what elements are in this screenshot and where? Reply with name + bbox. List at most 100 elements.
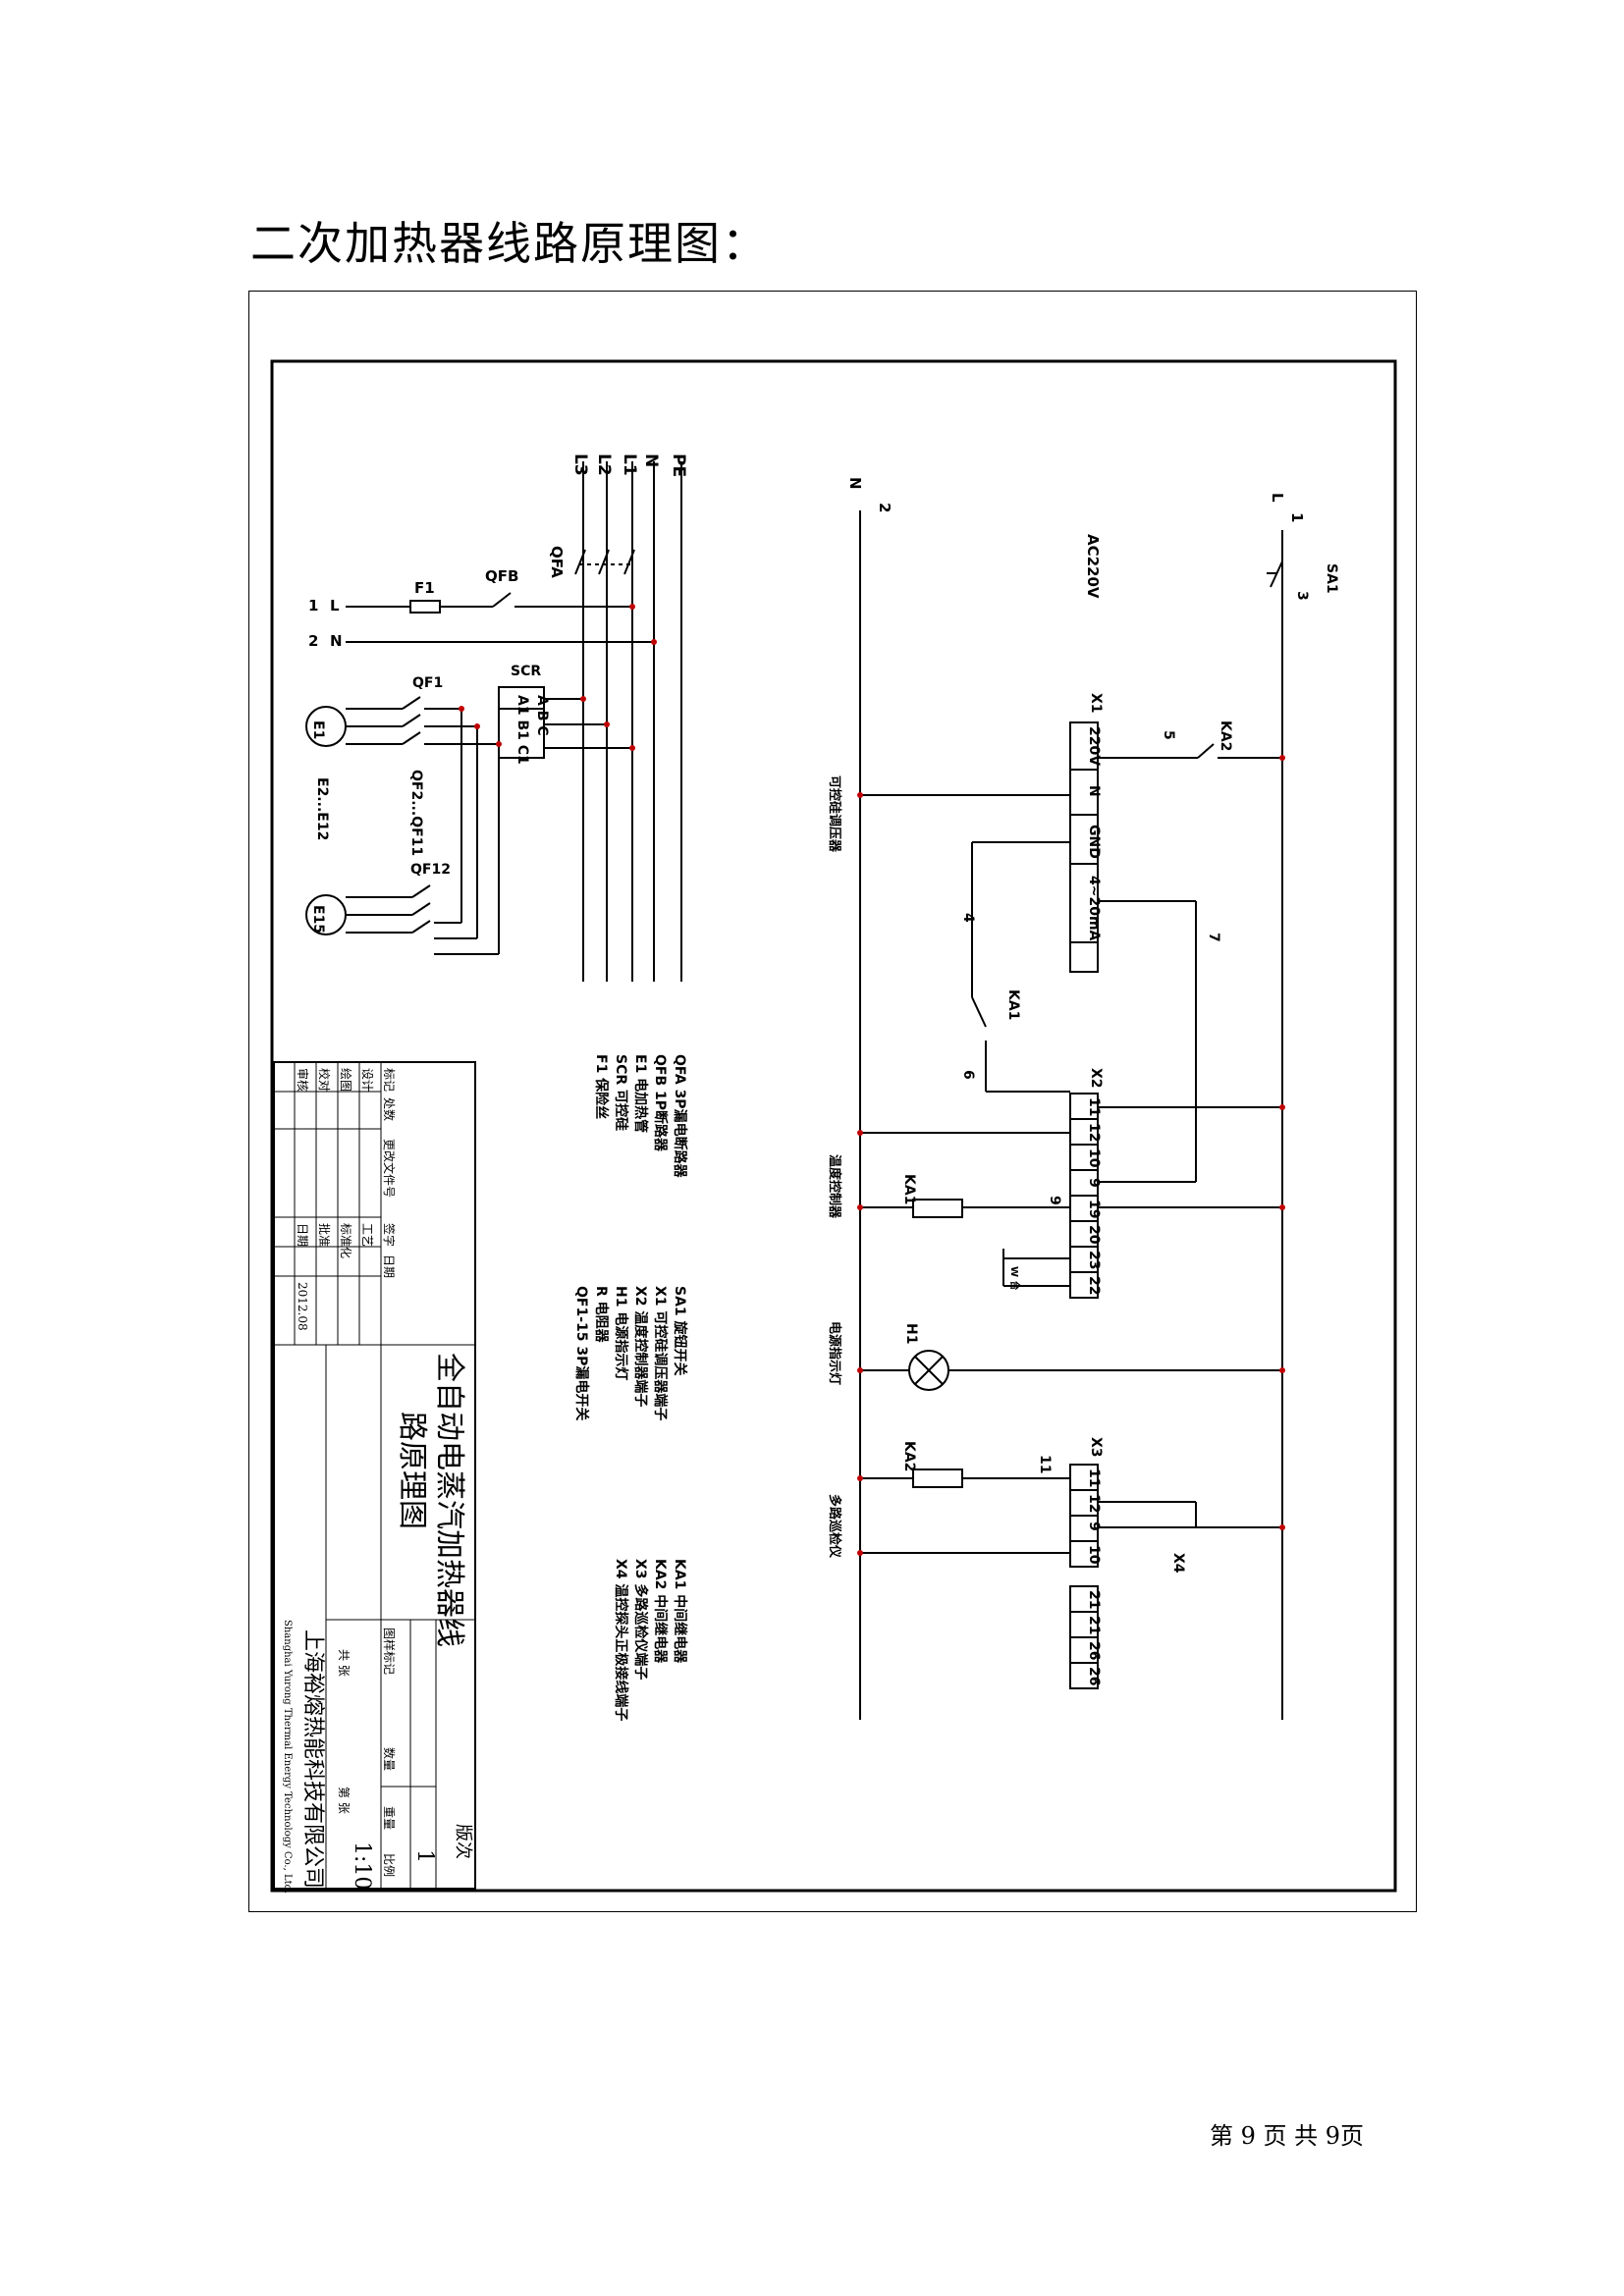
n-rail-label: N — [846, 477, 864, 490]
drawing-title-line-1: 全自动电蒸汽加热器线 — [432, 1353, 466, 1647]
e2-12-label: E2...E12 — [314, 777, 330, 840]
legend-mid-item: H1 电源指示灯 — [613, 1286, 629, 1380]
x1-terminal-block: 220V N GND 4~20mA X1 KA2 5 — [857, 693, 1285, 1183]
scr-label: SCR — [511, 664, 541, 679]
company-name-en: Shanghai Yurong Thermal Energy Technolog… — [282, 1620, 293, 1894]
x3-terminal-block: 11 12 9 10 X3 — [857, 1437, 1285, 1568]
x4-term-26a: 26 — [1086, 1641, 1102, 1660]
scale-value: 1:10 — [350, 1842, 374, 1890]
scr-abc-label: A B C — [534, 695, 550, 736]
ka1-contact-label: KA1 — [1005, 989, 1021, 1020]
x3-label: X3 — [1088, 1437, 1104, 1458]
scr-block: SCR A B C A1 B1 C1 — [498, 664, 635, 765]
drawing-title-line-2: 路原理图 — [395, 1412, 429, 1529]
sheet-total-label: 共 张 — [337, 1649, 351, 1677]
e15-label: E15 — [310, 905, 326, 934]
sheet-number-label: 第 张 — [337, 1787, 351, 1814]
x4-term-21a: 21 — [1086, 1590, 1102, 1609]
rev-label-count: 处数 — [382, 1097, 397, 1121]
x2-term-19: 19 — [1086, 1200, 1102, 1218]
sa1-switch: SA1 3 — [1267, 561, 1339, 601]
wire-6-label: 6 — [960, 1070, 976, 1080]
wire-11-label: 11 — [1037, 1455, 1053, 1473]
ka1-coil-label: KA1 — [901, 1174, 917, 1204]
legend-middle: SA1 旋钮开关 X1 可控硅调压器端子 X2 温度控制器端子 H1 电源指示灯… — [573, 1286, 688, 1420]
mark-label-pattern: 图样标记 — [382, 1628, 397, 1675]
ka2-coil-label: KA2 — [901, 1441, 917, 1471]
n-rail-number: 2 — [876, 503, 893, 512]
x1-term-n: N — [1086, 785, 1102, 797]
ka1-coil: KA1 — [901, 1174, 963, 1218]
supply-1-label: 1 — [308, 597, 318, 614]
l-rail-number: 1 — [1288, 512, 1306, 522]
legend-left-item: QFA 3P漏电断路器 — [672, 1054, 688, 1179]
x4-terminal-block: 21 21 26 26 X4 — [1069, 1553, 1186, 1689]
legend-mid-item: X2 温度控制器端子 — [632, 1286, 649, 1407]
branch-label-temp-controller: 温度控制器 — [827, 1154, 842, 1219]
ka2-contact-label: KA2 — [1218, 721, 1233, 751]
h1-indicator-lamp: H1 — [857, 1323, 1285, 1391]
x1-term-signal: 4~20mA — [1086, 876, 1102, 941]
sa1-label: SA1 — [1324, 563, 1339, 594]
x2-label: X2 — [1088, 1068, 1104, 1089]
x1-term-220v: 220V — [1086, 726, 1102, 766]
x3-term-12: 12 — [1086, 1494, 1102, 1513]
qf1-label: QF1 — [412, 675, 443, 691]
legend-right-item: X4 温控探头正极接线端子 — [613, 1559, 629, 1721]
legend-mid-item: X1 可控硅调压器端子 — [652, 1286, 669, 1420]
bus-label-l3: L3 — [570, 454, 590, 476]
legend-left: QFA 3P漏电断路器 QFB 1P断路器 E1 电加热管 SCR 可控硅 F1… — [593, 1054, 688, 1179]
legend-mid-item: QF1-15 3P漏电开关 — [573, 1286, 590, 1420]
mark-label-weight: 重量 — [382, 1806, 396, 1830]
sign-label-check: 校对 — [317, 1068, 332, 1092]
e1-label: E1 — [310, 721, 326, 739]
x2-terminal-block: 11 12 10 9 19 20 23 22 X2 9 — [857, 1068, 1285, 1299]
sign-label-draw: 绘图 — [339, 1068, 353, 1092]
wire-5-label: 5 — [1161, 730, 1176, 740]
x4-label: X4 — [1170, 1553, 1186, 1574]
mark-label-scale: 比例 — [382, 1853, 396, 1877]
sensor-label: W 台 — [1008, 1266, 1021, 1291]
legend-right-item: KA2 中间继电器 — [652, 1559, 669, 1664]
legend-right: KA1 中间继电器 KA2 中间继电器 X3 多路巡检仪端子 X4 温控探头正极… — [613, 1559, 688, 1721]
branch-label-power-lamp: 电源指示灯 — [827, 1321, 842, 1385]
legend-left-item: SCR 可控硅 — [613, 1054, 629, 1131]
control-section: N 2 L 1 AC220V SA1 3 220V N GND 4~20mA — [827, 477, 1339, 1720]
wire-9-label: 9 — [1047, 1196, 1062, 1205]
page-heading: 二次加热器线路原理图： — [250, 217, 769, 270]
x3-term-9: 9 — [1086, 1522, 1102, 1531]
supply-2-label: 2 — [308, 632, 318, 650]
l-rail-label: L — [1269, 493, 1286, 503]
x2-term-22: 22 — [1086, 1276, 1102, 1295]
x4-term-26b: 26 — [1086, 1667, 1102, 1685]
qfa-breaker: QFA — [548, 546, 635, 578]
f1-label: F1 — [414, 579, 435, 597]
branch-label-scr-regulator: 可控硅调压器 — [827, 775, 842, 853]
title-block: 标记 处数 更改文件号 签字 日期 设计 绘图 校对 审核 工艺 标准化 批准 … — [273, 1061, 476, 1894]
legend-left-item: F1 保险丝 — [593, 1054, 610, 1119]
legend-left-item: QFB 1P断路器 — [652, 1054, 669, 1152]
bus-label-pe: PE — [669, 454, 688, 477]
legend-left-item: E1 电加热管 — [632, 1054, 649, 1133]
sign-label-design: 设计 — [360, 1068, 374, 1092]
diagram-frame — [248, 291, 1417, 1912]
x2-term-10: 10 — [1086, 1148, 1102, 1168]
wire-7-label: 7 — [1206, 933, 1221, 942]
h1-label: H1 — [903, 1323, 919, 1344]
ka2-coil: KA2 11 — [857, 1441, 1070, 1488]
sign2-label-date: 日期 — [296, 1223, 309, 1247]
version-value: 1 — [412, 1849, 437, 1863]
qf12-label: QF12 — [410, 862, 451, 878]
sign-date-value: 2012.08 — [296, 1282, 309, 1331]
bus-label-n: N — [641, 454, 661, 467]
wire-4-label: 4 — [960, 913, 976, 923]
mark-label-quantity: 数量 — [382, 1747, 397, 1771]
x3-term-11: 11 — [1086, 1468, 1102, 1487]
bus-label-l2: L2 — [594, 454, 614, 476]
version-label: 版次 — [453, 1824, 473, 1859]
rev-label-mark: 标记 — [382, 1068, 396, 1092]
qfb-label: QFB — [485, 567, 518, 585]
supply-l-label: L — [330, 597, 340, 614]
legend-right-item: KA1 中间继电器 — [672, 1559, 688, 1664]
rev-label-date: 日期 — [382, 1255, 396, 1278]
